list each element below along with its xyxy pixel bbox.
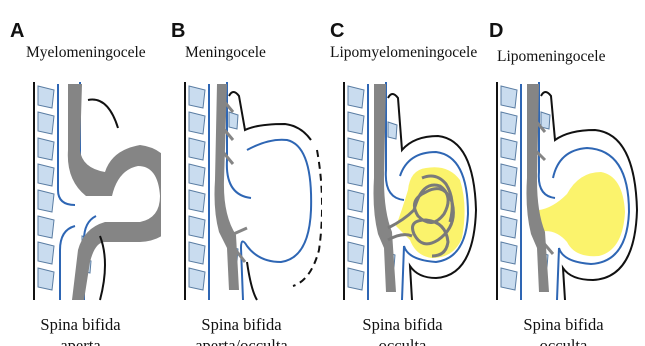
panel-caption-c: Spina bifida occulta <box>322 314 483 346</box>
caption-line-2: occulta <box>483 335 644 346</box>
panel-title-b: Meningocele <box>185 44 266 62</box>
panel-a-myelomeningocele: A Myelomeningocele Spina bifida aperta <box>0 0 161 346</box>
skin-outline <box>88 100 118 128</box>
caption-line-1: Spina bifida <box>0 314 161 335</box>
caption-line-2: aperta/occulta <box>161 335 322 346</box>
panel-title-c: Lipomyelomeningocele <box>330 44 477 62</box>
lipoma <box>539 172 625 256</box>
caption-line-1: Spina bifida <box>322 314 483 335</box>
panel-label-c: C <box>330 20 344 43</box>
caption-line-1: Spina bifida <box>161 314 322 335</box>
panel-caption-d: Spina bifida occulta <box>483 314 644 346</box>
caption-line-2: aperta <box>0 335 161 346</box>
panel-title-a: Myelomeningocele <box>26 44 146 62</box>
panel-b-meningocele: B Meningocele Spina bifida aperta/occult… <box>161 0 322 346</box>
panel-caption-b: Spina bifida aperta/occulta <box>161 314 322 346</box>
caption-line-1: Spina bifida <box>483 314 644 335</box>
panel-label-d: D <box>489 20 503 43</box>
panel-caption-a: Spina bifida aperta <box>0 314 161 346</box>
panel-title-d: Lipomeningocele <box>497 48 605 66</box>
panel-d-lipomeningocele: D Lipomeningocele Spina bifida occulta <box>483 0 644 346</box>
skin-outline-lower <box>100 236 105 300</box>
caption-line-2: occulta <box>322 335 483 346</box>
panel-c-lipomyelomeningocele: C Lipomyelomeningocele Spina bifida occu… <box>322 0 483 346</box>
panel-label-b: B <box>171 20 185 43</box>
panel-label-a: A <box>10 20 24 43</box>
spinal-cord <box>374 84 397 292</box>
